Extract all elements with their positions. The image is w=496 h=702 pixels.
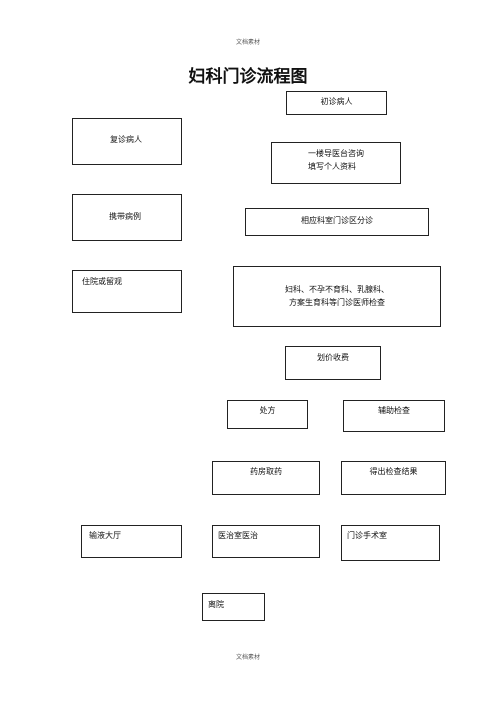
box-auxiliary-exam: 辅助检查 xyxy=(343,400,445,432)
box-infusion-hall: 输液大厅 xyxy=(81,525,182,558)
box-guide-consult-line2: 填写个人资料 xyxy=(308,162,356,171)
box-surgery-room: 门诊手术室 xyxy=(341,525,440,561)
box-prescription: 处方 xyxy=(227,400,308,429)
box-first-visit: 初诊病人 xyxy=(286,91,387,115)
page-header: 文档素材 xyxy=(235,39,260,46)
diagram-title: 妇科门诊流程图 xyxy=(188,67,308,87)
box-treatment-room: 医治室医治 xyxy=(212,525,320,558)
box-guide-consult: 一楼导医台咨询 填写个人资料 xyxy=(271,142,401,184)
box-doctor-exam: 妇科、不孕不育科、乳腺科、 方案生育科等门诊医师检查 xyxy=(233,266,441,327)
box-inpatient-observation: 住院或留观 xyxy=(72,270,182,313)
box-pharmacy: 药房取药 xyxy=(212,461,320,495)
box-leave-hospital: 离院 xyxy=(202,593,265,621)
box-bring-records: 携带病例 xyxy=(72,194,182,241)
box-guide-consult-line1: 一楼导医台咨询 xyxy=(308,149,364,158)
box-pricing-payment: 划价收费 xyxy=(285,346,381,380)
box-dept-triage: 相应科室门诊区分诊 xyxy=(245,208,429,236)
box-test-results: 得出检查结果 xyxy=(341,461,446,495)
box-doctor-exam-line2: 方案生育科等门诊医师检查 xyxy=(289,298,385,307)
box-doctor-exam-line1: 妇科、不孕不育科、乳腺科、 xyxy=(285,285,389,294)
page-footer: 文档素材 xyxy=(235,654,260,661)
box-return-visit-label: 复诊病人 xyxy=(110,135,142,144)
box-return-visit: 复诊病人 xyxy=(72,118,182,165)
